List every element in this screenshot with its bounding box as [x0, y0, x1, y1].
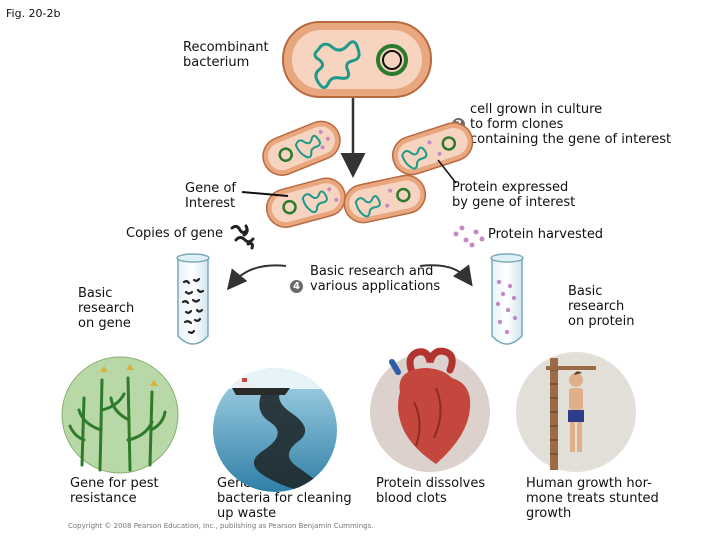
caption-growth-hormone: Human growth hor- mone treats stunted gr…	[526, 476, 659, 521]
bacterium-clone-4	[343, 174, 427, 224]
gene-pointer-line	[241, 191, 289, 197]
oil-spill-image	[213, 368, 337, 492]
arrow-to-protein-tube	[419, 264, 473, 287]
protein-dots	[453, 225, 485, 248]
bacterium-clone-3	[265, 177, 347, 228]
bacterium-clone-1	[262, 120, 341, 176]
child-figure	[568, 371, 584, 452]
caption-pest-resistance: Gene for pest resistance	[70, 476, 159, 506]
protein-expressed-label: Protein expressed by gene of interest	[452, 180, 576, 210]
protein-harvested-label: Protein harvested	[488, 227, 604, 242]
step-3-text: cell grown in culture to form clones con…	[470, 102, 672, 147]
recombinant-bacterium	[282, 21, 432, 98]
caption-blood-clots: Protein dissolves blood clots	[376, 476, 486, 506]
copies-of-gene-label: Copies of gene	[126, 226, 223, 241]
gene-test-tube	[176, 253, 210, 345]
figure-label: Fig. 20-2b	[6, 7, 61, 20]
gene-of-interest-label: Gene of Interest	[185, 181, 236, 211]
growth-chart-image	[516, 352, 636, 472]
copyright-notice: Copyright © 2008 Pearson Education, Inc.…	[68, 522, 374, 530]
step-4-number: 4	[290, 280, 303, 293]
ship-icon	[232, 378, 290, 395]
heart-image	[370, 347, 490, 472]
basic-research-protein-label: Basic research on protein	[568, 284, 635, 329]
recombinant-bacterium-label: Recombinant bacterium	[183, 40, 269, 70]
protein-pointer-line	[437, 159, 457, 184]
step-4-text: Basic research and various applications	[310, 264, 441, 294]
basic-research-gene-label: Basic research on gene	[78, 286, 135, 331]
gene-copies	[230, 224, 255, 250]
arrow-to-gene-tube	[226, 264, 287, 291]
bacterium-clone-2	[391, 122, 474, 176]
step-4-label: 4	[290, 264, 307, 294]
protein-test-tube	[490, 253, 524, 345]
corn-plants-image	[61, 356, 179, 474]
